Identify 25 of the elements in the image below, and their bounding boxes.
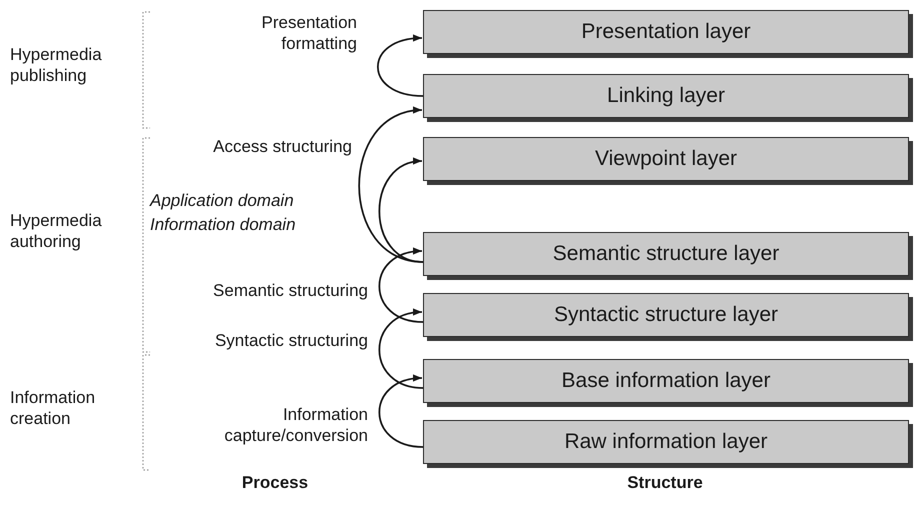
curved-arrow (378, 309, 424, 389)
layer-name: Base information layer (562, 369, 770, 393)
domain-note: Application domain (150, 190, 295, 211)
edge-label: Semantic structuring (212, 280, 368, 301)
curved-arrow (358, 108, 424, 263)
phase-label: Hypermedia publishing (10, 44, 103, 86)
layer-name: Semantic structure layer (552, 242, 780, 266)
curved-arrow (378, 248, 424, 323)
layer-name: Syntactic structure layer (554, 303, 778, 327)
column-heading: Process (240, 472, 310, 493)
phase-label: Information creation (10, 387, 96, 429)
layer-name: Linking layer (607, 84, 725, 108)
layer-name: Presentation layer (581, 20, 751, 44)
column-heading: Structure (626, 472, 704, 493)
curved-arrow (378, 375, 424, 448)
layer-name: Viewpoint layer (594, 147, 738, 171)
curved-arrow (378, 158, 424, 263)
curved-arrow (377, 35, 424, 97)
layer-name: Raw information layer (564, 430, 768, 454)
domain-note: Information domain (150, 214, 297, 235)
edge-label: Access structuring (212, 136, 352, 157)
edge-label: Information capture/conversion (223, 404, 368, 446)
phase-label: Hypermedia authoring (10, 210, 103, 252)
edge-label: Syntactic structuring (214, 330, 368, 351)
edge-label: Presentation formatting (260, 12, 357, 54)
